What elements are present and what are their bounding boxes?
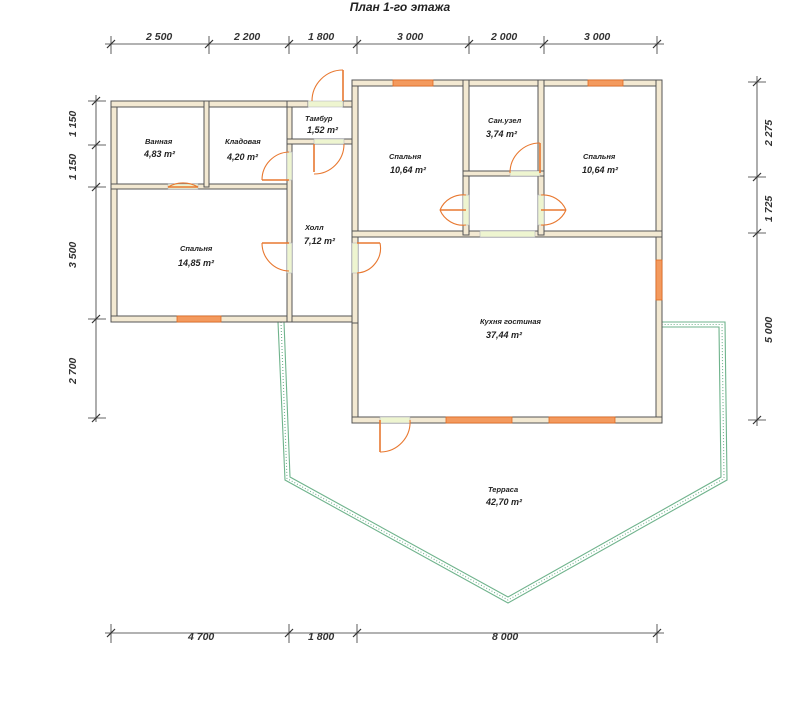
window xyxy=(176,315,222,323)
window xyxy=(548,416,616,424)
dim-top-3: 1 800 xyxy=(308,31,334,43)
window xyxy=(655,259,663,301)
room-area-vannaya: 4,83 m² xyxy=(143,149,176,159)
dim-left-1: 1 150 xyxy=(67,111,79,137)
dim-left-3: 3 500 xyxy=(67,242,79,268)
windows xyxy=(176,79,663,424)
room-area-tambur: 1,52 m² xyxy=(307,125,339,135)
dimension-top: 2 500 2 200 1 800 3 000 2 000 3 000 xyxy=(105,31,664,54)
room-name-spalnya2: Спальня xyxy=(583,152,616,161)
door-swings xyxy=(167,69,567,453)
room-area-kladovaya: 4,20 m² xyxy=(226,152,259,162)
room-name-tambur: Тамбур xyxy=(305,114,333,123)
room-name-spalnya3: Спальня xyxy=(180,244,213,253)
dim-right-2: 1 725 xyxy=(763,196,775,222)
room-labels: Ванная 4,83 m² Кладовая 4,20 m² Тамбур 1… xyxy=(143,114,619,507)
room-name-holl: Холл xyxy=(304,223,324,232)
room-area-kuhnya: 37,44 m² xyxy=(486,330,523,340)
window xyxy=(445,416,513,424)
room-name-kladovaya: Кладовая xyxy=(225,137,261,146)
dim-bottom-2: 1 800 xyxy=(308,631,334,643)
dim-top-2: 2 200 xyxy=(233,31,260,43)
dim-bottom-3: 8 000 xyxy=(492,631,518,643)
room-area-spalnya1: 10,64 m² xyxy=(390,165,427,175)
dim-top-1: 2 500 xyxy=(145,31,172,43)
room-area-spalnya3: 14,85 m² xyxy=(178,258,215,268)
dim-right-1: 2 275 xyxy=(763,120,775,147)
dimension-right: 2 275 1 725 5 000 xyxy=(748,76,775,426)
room-area-terrasa: 42,70 m² xyxy=(485,497,523,507)
dim-bottom-1: 4 700 xyxy=(187,631,214,643)
dimension-bottom: 4 700 1 800 8 000 xyxy=(105,624,664,643)
terrace-railing xyxy=(277,321,728,604)
dim-top-4: 3 000 xyxy=(397,31,423,43)
room-area-sanuzel: 3,74 m² xyxy=(486,129,518,139)
window xyxy=(392,79,434,87)
window xyxy=(587,79,624,87)
dim-top-5: 2 000 xyxy=(490,31,517,43)
room-name-vannaya: Ванная xyxy=(145,137,173,146)
room-name-spalnya1: Спальня xyxy=(389,152,422,161)
dim-right-3: 5 000 xyxy=(763,317,775,343)
dim-top-6: 3 000 xyxy=(584,31,610,43)
dimension-left: 1 150 1 150 3 500 2 700 xyxy=(67,95,106,423)
dim-left-4: 2 700 xyxy=(67,358,79,385)
dim-left-2: 1 150 xyxy=(67,154,79,180)
room-area-holl: 7,12 m² xyxy=(304,236,336,246)
room-name-kuhnya: Кухня гостиная xyxy=(480,317,541,326)
room-name-sanuzel: Сан.узел xyxy=(488,116,522,125)
room-area-spalnya2: 10,64 m² xyxy=(582,165,619,175)
plan-title: План 1-го этажа xyxy=(349,0,451,14)
room-name-terrasa: Терраса xyxy=(488,485,518,494)
